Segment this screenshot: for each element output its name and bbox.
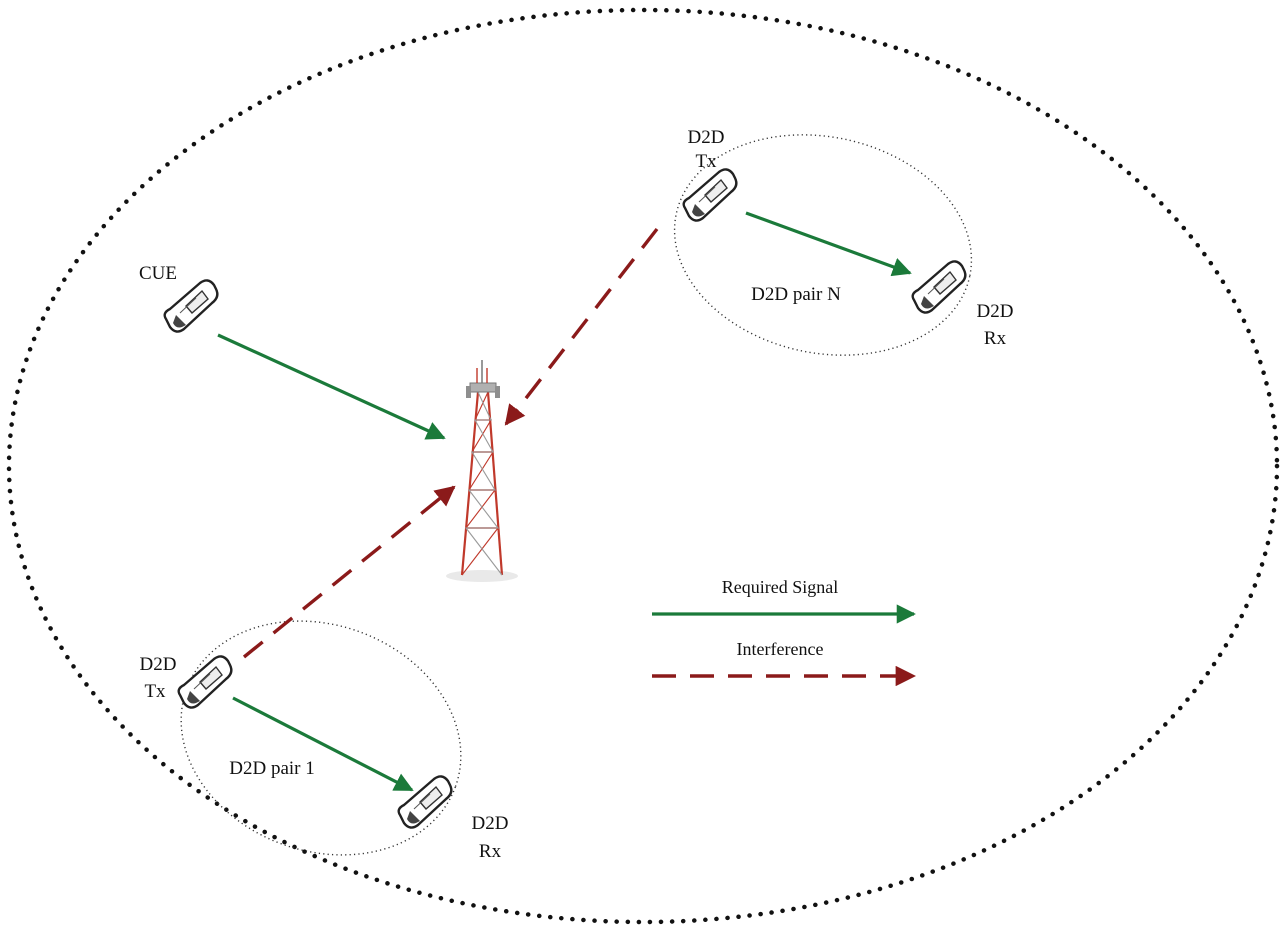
cue-phone-icon	[163, 279, 219, 333]
cue-uplink-signal-arrow	[217, 333, 446, 440]
legend-signal-label: Required Signal	[721, 577, 839, 597]
pair-1-rx-label-line2: Rx	[478, 841, 502, 862]
pair-1-interference-arrow	[242, 485, 456, 659]
pair-1-tx-label-line1: D2D	[139, 654, 177, 675]
pair-n-name-label: D2D pair N	[751, 284, 841, 305]
pair-1-tx-label-line2: Tx	[144, 681, 166, 702]
d2d-pair-1-cluster	[180, 620, 462, 856]
pair-n-tx-label-line1: D2D	[687, 127, 725, 148]
cell-coverage-boundary	[6, 7, 1280, 925]
pair-n-tx-phone-icon	[682, 168, 738, 222]
pair-n-tx-label-line2: Tx	[695, 151, 717, 172]
pair-1-rx-label-line1: D2D	[471, 813, 509, 834]
pair-n-d2d-signal-arrow	[745, 211, 912, 277]
pair-n-interference-arrow	[504, 227, 659, 426]
pair-n-rx-label-line1: D2D	[976, 301, 1014, 322]
pair-1-name-label: D2D pair 1	[229, 758, 315, 779]
d2d-pair-n-cluster	[673, 134, 973, 356]
cue-label: CUE	[139, 263, 177, 284]
cell-tower-icon	[446, 360, 518, 582]
pair-1-d2d-signal-arrow	[232, 696, 414, 792]
pair-1-rx-phone-icon	[397, 775, 453, 829]
legend-interference-label: Interference	[736, 639, 824, 659]
pair-n-rx-label-line2: Rx	[983, 328, 1007, 349]
pair-1-tx-phone-icon	[177, 655, 233, 709]
